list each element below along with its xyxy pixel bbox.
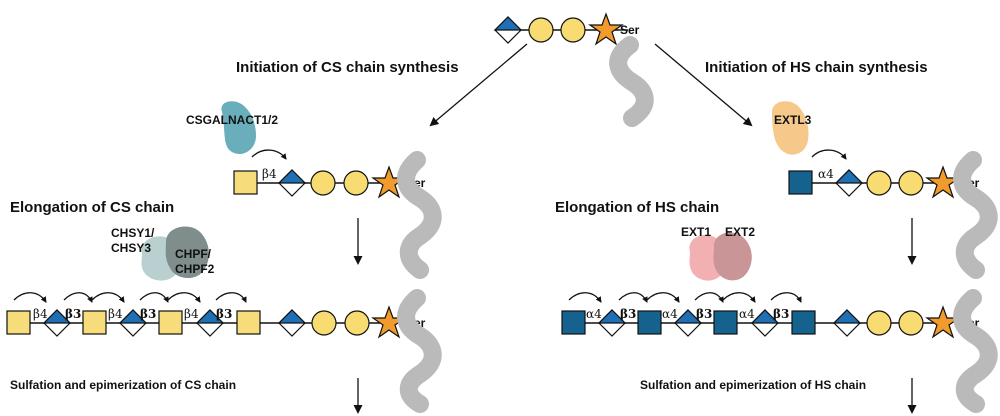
curved-arrow-icon xyxy=(722,292,756,303)
top-linker-chain: Ser xyxy=(493,12,654,127)
glca-diamond-icon xyxy=(195,309,225,337)
gal-circle-icon xyxy=(310,170,336,196)
ext1-label: EXT1 xyxy=(681,225,711,239)
protein-core-icon xyxy=(953,151,998,279)
hs-init-linkage: α4 xyxy=(818,167,834,181)
protein-core-icon xyxy=(609,36,654,127)
cs-link-b3-2: β3 xyxy=(140,307,156,321)
hs-link-a4-3: α4 xyxy=(739,307,755,321)
curved-arrow-icon xyxy=(215,292,247,303)
cs-init-title: Initiation of CS chain synthesis xyxy=(236,59,459,76)
cs-init-linkage: β4 xyxy=(262,167,277,181)
cs-elong-title: Elongation of CS chain xyxy=(10,199,174,216)
glcnac-square-icon xyxy=(637,310,662,335)
arrow-to-hs-init xyxy=(654,43,753,127)
hs-link-b3-1: β3 xyxy=(620,307,636,321)
glcnac-square-icon xyxy=(788,170,813,195)
chpf-label-line2: CHPF2 xyxy=(175,262,215,276)
curved-arrow-icon xyxy=(251,149,287,160)
csgalnact-label: CSGALNACT1/2 xyxy=(186,113,278,127)
glcnac-square-icon xyxy=(791,310,816,335)
gal-circle-icon xyxy=(866,310,892,336)
glca-diamond-icon xyxy=(277,309,307,337)
hs-init-title: Initiation of HS chain synthesis xyxy=(705,59,928,76)
galnac-square-icon xyxy=(158,310,183,335)
curved-arrow-icon xyxy=(91,292,125,303)
hs-modify-step-label: Sulfation and epimerization of HS chain xyxy=(640,378,866,392)
curved-arrow-icon xyxy=(568,292,602,303)
protein-core-icon xyxy=(953,289,998,413)
glca-diamond-icon xyxy=(832,309,862,337)
chsy-label-line1: CHSY1/ xyxy=(111,226,155,240)
cs-link-b4-2: β4 xyxy=(108,307,123,321)
curved-arrow-icon xyxy=(63,292,93,303)
glca-diamond-icon xyxy=(42,309,72,337)
cs-modify-step-label: Sulfation and epimerization of CS chain xyxy=(10,378,236,392)
cs-link-b3-3: β3 xyxy=(216,307,232,321)
extl3-enzyme-blob-icon xyxy=(772,101,809,155)
chpf-enzyme-blob-icon xyxy=(165,226,209,279)
curved-arrow-icon xyxy=(13,292,47,303)
cs-link-b3-1: β3 xyxy=(65,307,81,321)
cs-link-b4-1: β4 xyxy=(33,307,48,321)
protein-core-icon xyxy=(397,289,442,413)
glca-diamond-icon xyxy=(834,169,864,197)
glcnac-square-icon xyxy=(713,310,738,335)
galnac-square-icon xyxy=(236,310,261,335)
hs-link-a4-1: α4 xyxy=(586,307,602,321)
glca-diamond-icon xyxy=(750,309,780,337)
ext2-enzyme-blob-icon xyxy=(713,232,752,281)
glca-diamond-icon xyxy=(277,169,307,197)
galnac-square-icon xyxy=(82,310,107,335)
cs-init-group: CSGALNACT1/2 β4 Ser xyxy=(186,101,442,279)
glcnac-square-icon xyxy=(561,310,586,335)
curved-arrow-icon xyxy=(694,292,724,303)
curved-arrow-icon xyxy=(167,292,201,303)
curved-arrow-icon xyxy=(618,292,648,303)
gal-circle-icon xyxy=(898,310,924,336)
hs-link-b3-2: β3 xyxy=(696,307,712,321)
gal-circle-icon xyxy=(898,170,924,196)
galnac-square-icon xyxy=(233,170,258,195)
gal-circle-icon xyxy=(560,17,586,43)
galnac-square-icon xyxy=(6,310,31,335)
glca-diamond-icon xyxy=(118,309,148,337)
hs-link-b3-3: β3 xyxy=(773,307,789,321)
chsy-label-line2: CHSY3 xyxy=(111,241,151,255)
hs-elong-group: EXT1 EXT2 Ser xyxy=(561,225,998,413)
gal-circle-icon xyxy=(866,170,892,196)
csgalnact-enzyme-blob-icon xyxy=(221,101,256,155)
glca-diamond-icon xyxy=(493,16,523,44)
protein-core-icon xyxy=(397,151,442,279)
top-ser-label: Ser xyxy=(620,23,640,37)
hs-elong-title: Elongation of HS chain xyxy=(555,199,719,216)
curved-arrow-icon xyxy=(139,292,169,303)
cs-link-b4-3: β4 xyxy=(184,307,199,321)
curved-arrow-icon xyxy=(811,149,847,160)
gal-circle-icon xyxy=(528,17,554,43)
glca-diamond-icon xyxy=(673,309,703,337)
cs-elong-group: CHSY1/ CHSY3 CHPF/ CHPF2 Ser xyxy=(6,226,442,413)
gal-circle-icon xyxy=(344,310,370,336)
gal-circle-icon xyxy=(311,310,337,336)
chpf-label-line1: CHPF/ xyxy=(175,247,212,261)
hs-link-a4-2: α4 xyxy=(662,307,678,321)
arrow-to-cs-init xyxy=(429,43,528,127)
ext2-label: EXT2 xyxy=(725,225,755,239)
xyl-star-icon xyxy=(588,12,624,46)
hs-init-group: EXTL3 α4 Ser xyxy=(772,101,998,279)
glca-diamond-icon xyxy=(597,309,627,337)
curved-arrow-icon xyxy=(646,292,680,303)
curved-arrow-icon xyxy=(770,292,802,303)
extl3-label: EXTL3 xyxy=(774,113,812,127)
gal-circle-icon xyxy=(343,170,369,196)
